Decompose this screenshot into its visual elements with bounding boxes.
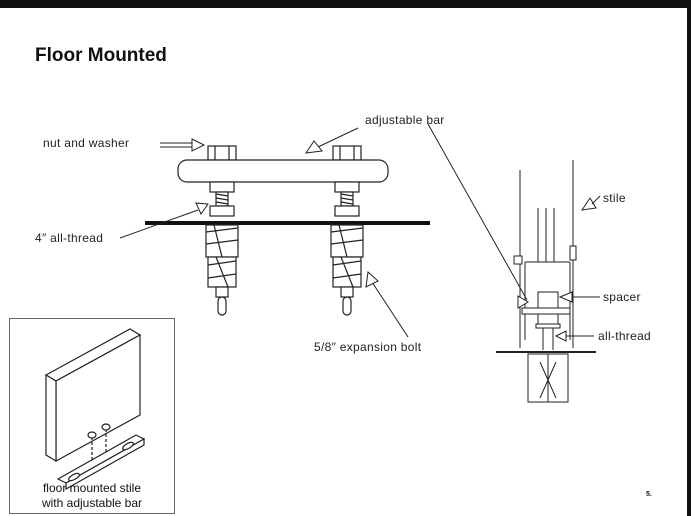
label-expansion-bolt: 5/8″ expansion bolt	[314, 340, 422, 354]
label-stile: stile	[603, 191, 626, 205]
top-nut-left	[207, 145, 237, 161]
page-number: 5.	[646, 491, 652, 498]
mid-nut-right	[334, 181, 360, 193]
label-adjustable-bar: adjustable bar	[365, 113, 445, 127]
bolt-tip-right	[342, 296, 352, 316]
washer-nut-right	[334, 205, 360, 217]
inset-drawing	[44, 328, 146, 491]
label-nut-and-washer: nut and washer	[43, 136, 130, 150]
callouts-main	[119, 123, 528, 338]
mid-nut-left	[209, 181, 235, 193]
inset-caption-line1: floor mounted stile	[42, 481, 142, 495]
page-title: Floor Mounted	[35, 45, 167, 66]
label-all-thread-4: 4″ all-thread	[35, 231, 104, 245]
bar-section	[521, 307, 571, 315]
label-spacer: spacer	[603, 290, 641, 304]
top-nut-right	[332, 145, 362, 161]
stile-detail	[496, 160, 601, 403]
top-border	[0, 0, 691, 8]
inset-caption-line2: with adjustable bar	[41, 496, 143, 510]
adjustable-bar	[177, 159, 389, 183]
expansion-bolts	[205, 224, 364, 316]
washer-nut-left	[209, 205, 235, 217]
adjustable-bar-assembly	[177, 145, 389, 217]
right-border	[687, 0, 691, 516]
label-all-thread: all-thread	[598, 329, 652, 343]
floor-line	[145, 221, 430, 225]
bolt-tip-left	[217, 296, 227, 316]
spacer-block	[537, 291, 559, 309]
inset-illustration-box: floor mounted stile with adjustable bar	[9, 318, 175, 514]
